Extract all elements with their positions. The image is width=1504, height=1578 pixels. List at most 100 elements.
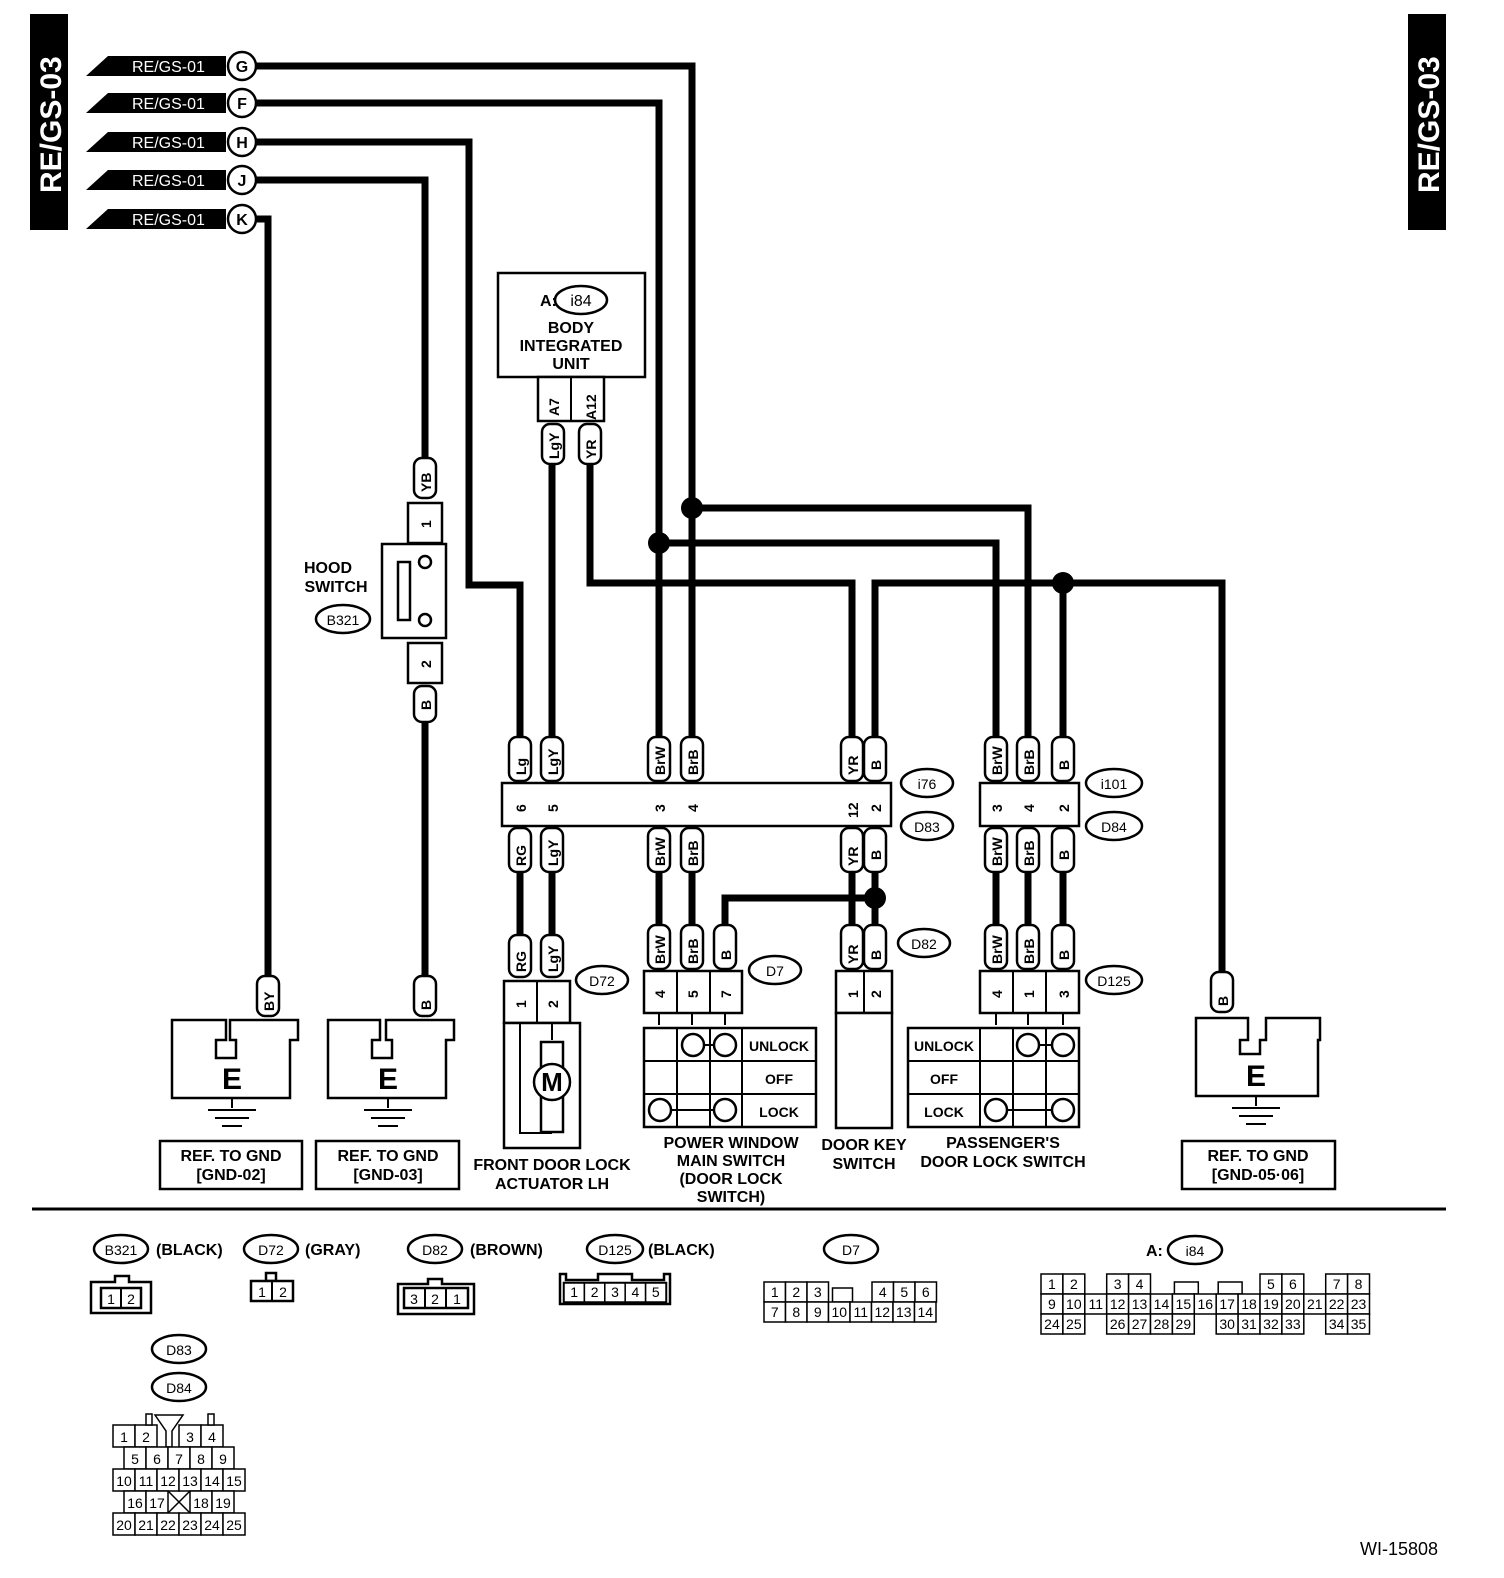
i84-pin-label: 5: [1267, 1276, 1275, 1292]
svg-text:(BLACK): (BLACK): [156, 1242, 223, 1259]
d83-pin-label: 3: [186, 1429, 194, 1445]
i84-pin-label: 11: [1088, 1296, 1103, 1312]
svg-text:E: E: [378, 1063, 398, 1096]
connector-in-G: RE/GS-01 G: [86, 50, 258, 82]
connector-in-K: RE/GS-01 K: [86, 203, 258, 235]
svg-text:D82: D82: [911, 936, 937, 952]
svg-text:BrW: BrW: [989, 745, 1005, 775]
i84-key: [1217, 1281, 1243, 1295]
passenger-door-lock-switch: BrW BrB B D125 4 1 3 UNLOCK OFF LOCK PAS…: [906, 923, 1144, 1171]
svg-text:B: B: [868, 760, 884, 770]
svg-text:BrB: BrB: [1021, 840, 1037, 866]
svg-text:RG: RG: [513, 845, 529, 866]
svg-text:B: B: [1056, 760, 1072, 770]
svg-text:B: B: [418, 1000, 434, 1010]
i84-pin-cell: [1062, 1313, 1086, 1335]
power-window-main-switch: BrW BrB B D7 4 5 7 UNLOCK OFF LOCK POWER…: [642, 923, 818, 1206]
i84-pin-label: 18: [1241, 1296, 1257, 1312]
d83-pin-label: 7: [175, 1451, 183, 1467]
d7-pin-label: 4: [879, 1284, 887, 1300]
svg-text:B321: B321: [105, 1242, 138, 1258]
svg-text:LgY: LgY: [545, 748, 561, 775]
i84-pin-label: 12: [1110, 1296, 1126, 1312]
d83-pin-label: 18: [193, 1495, 209, 1511]
d7-pin-label: 3: [814, 1284, 822, 1300]
i84-pin-label: 28: [1154, 1316, 1170, 1332]
legend-b321: B321 (BLACK) 1 2: [89, 1233, 223, 1315]
svg-text:LOCK: LOCK: [759, 1104, 799, 1120]
svg-text:LgY: LgY: [545, 839, 561, 866]
svg-text:2: 2: [868, 990, 884, 998]
d7-pin-cell: [913, 1301, 937, 1323]
i84-pin-label: 24: [1044, 1316, 1060, 1332]
svg-text:BrB: BrB: [685, 840, 701, 866]
svg-text:2: 2: [418, 660, 434, 668]
svg-text:PASSENGER'S: PASSENGER'S: [946, 1135, 1060, 1152]
ground-gnd-02: BY E REF. TO GND [GND-02]: [158, 974, 304, 1191]
i84-pin-label: 19: [1263, 1296, 1279, 1312]
d7-pin-label: 5: [900, 1284, 908, 1300]
d125-pin-cell: [644, 1282, 667, 1303]
i84-key: [1173, 1281, 1200, 1295]
ground-gnd-05-06: B E REF. TO GND [GND-05·06]: [1180, 970, 1337, 1191]
svg-text:SWITCH): SWITCH): [697, 1189, 765, 1206]
d83-pin-label: 12: [160, 1473, 176, 1489]
svg-text:1: 1: [107, 1291, 115, 1307]
d83-blocked-cell: [167, 1490, 191, 1514]
svg-text:BrW: BrW: [989, 836, 1005, 866]
svg-text:YR: YR: [845, 847, 861, 866]
i84-pin-label: 27: [1132, 1316, 1148, 1332]
i84-pin-label: 6: [1289, 1276, 1297, 1292]
front-door-lock-actuator: RG LgY D72 1 2 M FRONT DOOR LOCK ACTUATO…: [473, 933, 631, 1193]
svg-text:B: B: [1056, 950, 1072, 960]
connector-i76-d83: Lg LgY BrW BrB YR B 6 5 3 4 12 2 RG LgY …: [500, 735, 955, 874]
svg-text:5: 5: [685, 990, 701, 998]
svg-text:1: 1: [513, 1000, 529, 1008]
i84-pin-cell: [1171, 1313, 1196, 1335]
svg-text:B: B: [1056, 850, 1072, 860]
svg-text:4: 4: [652, 990, 668, 998]
i84-pin-label: 17: [1219, 1296, 1235, 1312]
svg-text:FRONT DOOR LOCK: FRONT DOOR LOCK: [473, 1157, 631, 1174]
ground-gnd-03: B E REF. TO GND [GND-03]: [314, 974, 461, 1191]
svg-text:i84: i84: [1186, 1243, 1205, 1259]
i84-pin-label: 13: [1132, 1296, 1148, 1312]
svg-text:(DOOR LOCK: (DOOR LOCK: [679, 1171, 783, 1188]
d7-pin-label: 12: [874, 1304, 890, 1320]
svg-text:D82: D82: [422, 1242, 448, 1258]
i84-pin-label: 4: [1136, 1276, 1144, 1292]
svg-text:ACTUATOR LH: ACTUATOR LH: [495, 1176, 609, 1193]
figure-id: WI-15808: [1360, 1539, 1438, 1559]
svg-text:2: 2: [127, 1291, 135, 1307]
svg-text:BrW: BrW: [652, 745, 668, 775]
svg-text:POWER WINDOW: POWER WINDOW: [663, 1135, 799, 1152]
svg-text:D7: D7: [766, 963, 784, 979]
svg-text:A12: A12: [583, 394, 599, 420]
svg-text:1: 1: [453, 1291, 461, 1307]
i84-pin-label: 7: [1333, 1276, 1341, 1292]
d83-pin-label: 17: [149, 1495, 165, 1511]
svg-text:7: 7: [718, 990, 734, 998]
svg-text:RE/GS-01: RE/GS-01: [132, 59, 205, 76]
i84-pin-label: 35: [1351, 1316, 1367, 1332]
svg-text:DOOR LOCK SWITCH: DOOR LOCK SWITCH: [920, 1154, 1085, 1171]
svg-text:i84: i84: [570, 293, 591, 310]
d7-pin-label: 10: [831, 1304, 847, 1320]
svg-text:2: 2: [1056, 804, 1072, 812]
svg-text:YR: YR: [845, 756, 861, 775]
svg-text:YR: YR: [583, 440, 599, 459]
d83-pin-label: 23: [182, 1517, 198, 1533]
d7-pin-label: 13: [896, 1304, 912, 1320]
svg-text:YB: YB: [418, 473, 434, 492]
svg-text:2: 2: [431, 1291, 439, 1307]
legend-d72: D72 (GRAY) 1 2: [242, 1233, 360, 1303]
d83-pin-label: 20: [116, 1517, 132, 1533]
svg-text:RE/GS-01: RE/GS-01: [132, 96, 205, 113]
d7-pin-label: 7: [771, 1304, 779, 1320]
i84-pin-label: 26: [1110, 1316, 1126, 1332]
svg-text:REF. TO GND: REF. TO GND: [337, 1148, 438, 1165]
svg-text:1: 1: [1021, 990, 1037, 998]
